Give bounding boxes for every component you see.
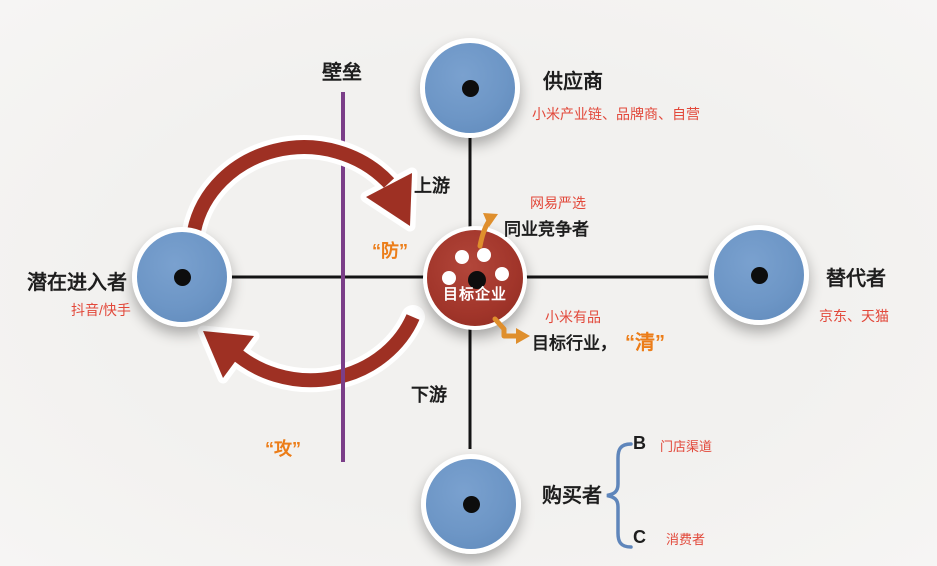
node-dot-icon [174,269,191,286]
buyer-label: 购买者 [542,485,602,507]
node-dot-icon [463,496,480,513]
upstream-label: 上游 [414,176,450,196]
seat-dot-icon [495,267,509,281]
entrant-note: 抖音/快手 [71,302,131,318]
supplier-note: 小米产业链、品牌商、自营 [532,106,700,122]
supplier-node [420,38,520,138]
node-dot-icon [751,267,768,284]
industry-callout: 目标行业， “清” [532,326,665,355]
substitute-label: 替代者 [826,268,886,290]
industry-highlight: “清” [625,332,665,354]
buyer-node [421,454,521,554]
substitute-note: 京东、天猫 [819,308,889,324]
buyer-b-label: B [633,433,646,453]
competitor-label: 同业竞争者 [504,220,589,239]
industry-arrow-icon [492,316,530,344]
node-dot-icon [462,80,479,97]
attack-arc-arrow-icon [197,305,425,393]
target-node: 目标企业 [423,226,527,330]
seat-dot-icon [442,271,456,285]
defend-label: “防” [372,241,408,261]
target-node-label: 目标企业 [442,286,507,303]
barrier-label: 壁垒 [322,62,362,84]
industry-label: 目标行业， [532,334,617,353]
defend-arc-arrow-icon [182,135,418,243]
buyer-c-note: 消费者 [666,532,706,547]
industry-note: 小米有品 [545,309,601,325]
buyer-b-note: 门店渠道 [660,439,713,454]
downstream-label: 下游 [411,385,447,405]
center-dot-icon [468,271,486,289]
buyer-c-label: C [633,527,646,547]
entrant-node [132,227,232,327]
competitor-note: 网易严选 [530,195,586,211]
competitor-arrow-icon [477,213,498,249]
substitute-node [709,225,809,325]
entrant-label: 潜在进入者 [27,272,127,294]
attack-label: “攻” [265,439,301,459]
seat-dot-icon [477,248,491,262]
seat-dot-icon [455,250,469,264]
supplier-label: 供应商 [543,71,603,93]
buyer-brace-icon [606,442,633,549]
